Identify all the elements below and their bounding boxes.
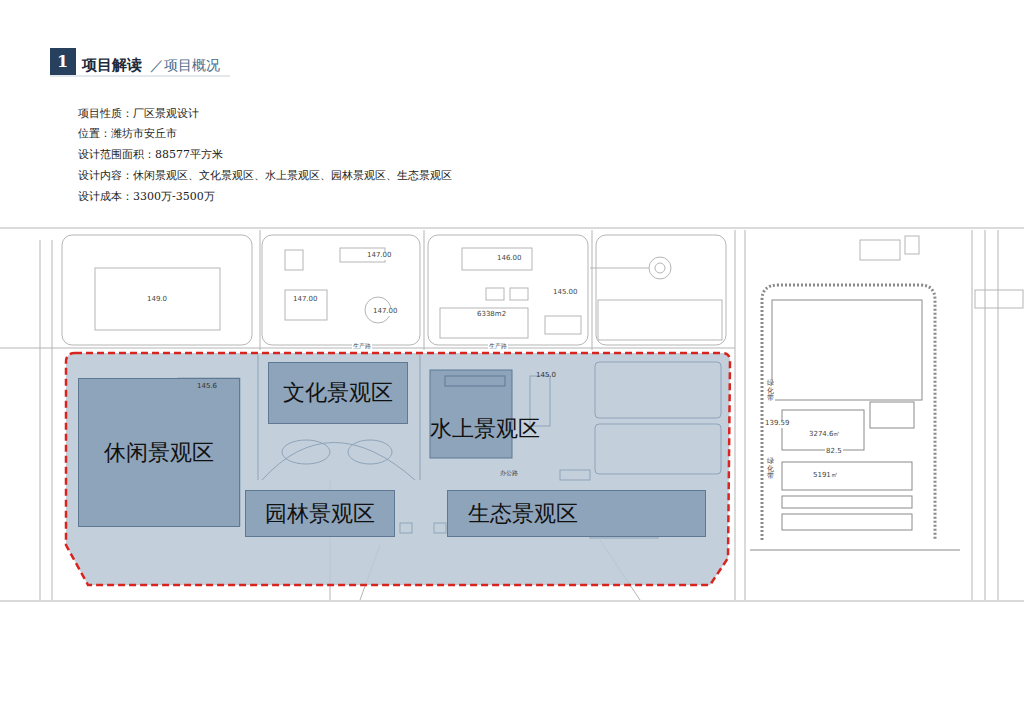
- zone-label: 水上景观区: [430, 414, 540, 444]
- plan-annotation: 绿化带: [766, 380, 775, 403]
- info-text: 项目性质：厂区景观设计: [78, 108, 199, 120]
- plan-annotation: 147.00: [366, 252, 393, 260]
- factory-block: [750, 285, 960, 550]
- region-linework: [178, 355, 721, 538]
- cad-linework: [0, 228, 1024, 601]
- info-text: ／项目概况: [150, 58, 220, 73]
- plan-annotation: 145.6: [197, 383, 217, 391]
- plan-annotation: 147.00: [292, 296, 319, 304]
- plan-annotation: 3274.6㎡: [808, 431, 842, 439]
- zone-label: 休闲景观区: [104, 438, 214, 468]
- plan-annotation: 145.0: [536, 372, 556, 380]
- water-zone-box: [430, 370, 512, 458]
- info-text: 位置：潍坊市安丘市: [78, 128, 177, 140]
- zone-label: 园林景观区: [265, 499, 375, 529]
- info-text: 设计范围面积：88577平方米: [78, 149, 223, 161]
- plan-annotation: 绿化带: [766, 458, 775, 481]
- zone-box: 休闲景观区: [78, 378, 240, 527]
- zone-box: 文化景观区: [268, 362, 408, 424]
- plan-annotation: 生产路: [488, 343, 508, 350]
- zone-box: 水上景观区: [418, 400, 552, 458]
- plan-annotation: 146.00: [496, 255, 523, 263]
- plan-annotation: 生产路: [352, 343, 372, 350]
- plan-annotation: 82.5: [825, 448, 843, 456]
- plan-annotation: 5191㎡: [812, 472, 839, 480]
- plan-annotation: 139.59: [764, 420, 791, 428]
- zone-label: 文化景观区: [283, 378, 393, 408]
- plan-annotation: 6338m2: [476, 311, 507, 319]
- page-title: 项目解读: [82, 57, 142, 74]
- plan-annotation: 147.00: [372, 308, 399, 316]
- design-boundary: [66, 353, 730, 585]
- info-text: 1: [57, 53, 68, 71]
- zone-box: 园林景观区: [245, 490, 395, 537]
- header-badge: [50, 48, 76, 75]
- zone-label: 生态景观区: [468, 499, 578, 529]
- header-rule: [50, 76, 230, 77]
- pool-outline: [445, 376, 505, 386]
- zone-box: 生态景观区: [447, 490, 706, 537]
- info-text: 设计内容：休闲景观区、文化景观区、水上景观区、园林景观区、生态景观区: [78, 170, 452, 182]
- plan-annotation: 办公路: [500, 470, 518, 477]
- plan-annotation: 149.0: [146, 296, 168, 304]
- info-text: 设计成本：3300万-3500万: [78, 191, 215, 203]
- plan-annotation: 145.00: [552, 289, 579, 297]
